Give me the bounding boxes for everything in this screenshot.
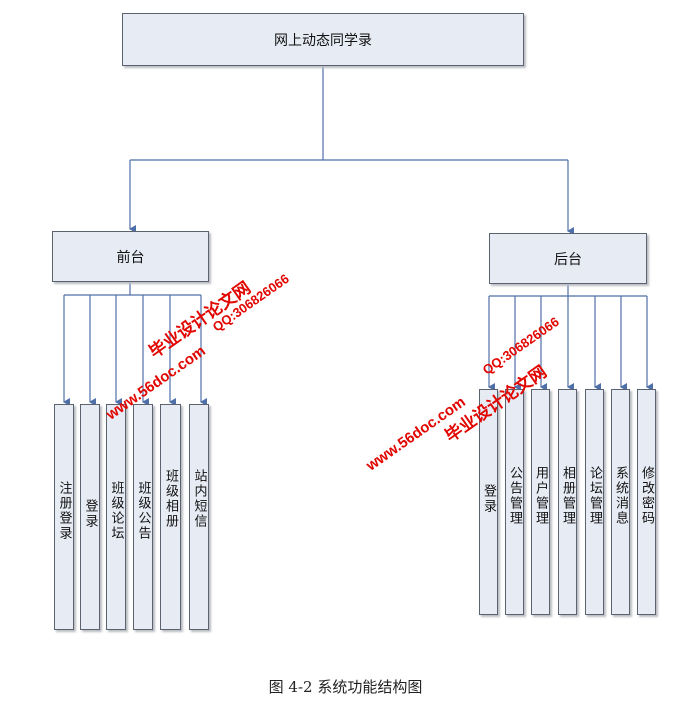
back-leaf-album-mgmt: 相册管理 [558,389,577,615]
back-leaf-label: 公告管理 [507,466,522,526]
back-leaf-label: 修改密码 [639,466,654,526]
front-leaf-label: 班级论坛 [108,481,124,541]
front-leaf-label: 班级相册 [163,469,178,529]
front-label: 前台 [116,249,145,266]
back-leaf-change-password: 修改密码 [637,389,656,615]
front-node: 前台 [52,231,209,282]
back-leaf-label: 登录 [481,484,496,514]
back-node: 后台 [489,233,647,284]
back-leaf-forum-mgmt: 论坛管理 [585,389,604,615]
back-leaf-label: 论坛管理 [587,466,602,526]
front-leaf-register-login: 注册登录 [54,404,74,630]
front-leaf-login: 登录 [80,404,100,630]
front-leaf-label: 注册登录 [56,481,72,541]
figure-caption: 图 4-2 系统功能结构图 [268,678,423,696]
front-leaf-label: 班级公告 [135,481,151,541]
back-leaf-label: 系统消息 [613,466,628,526]
back-leaf-label: 相册管理 [560,466,575,526]
front-leaf-label: 登录 [82,499,98,529]
front-leaf-class-album: 班级相册 [160,404,181,630]
front-leaf-site-message: 站内短信 [189,404,209,630]
front-leaf-class-notice: 班级公告 [133,404,153,630]
back-leaf-system-message: 系统消息 [611,389,630,615]
back-leaf-label: 用户管理 [533,466,548,526]
root-label: 网上动态同学录 [274,32,372,49]
back-leaf-notice-mgmt: 公告管理 [505,389,524,615]
back-leaf-user-mgmt: 用户管理 [531,389,550,615]
back-leaf-login: 登录 [479,389,498,615]
root-node: 网上动态同学录 [122,13,524,66]
front-leaf-class-forum: 班级论坛 [106,404,126,630]
back-label: 后台 [554,251,582,268]
front-leaf-label: 站内短信 [191,469,207,529]
